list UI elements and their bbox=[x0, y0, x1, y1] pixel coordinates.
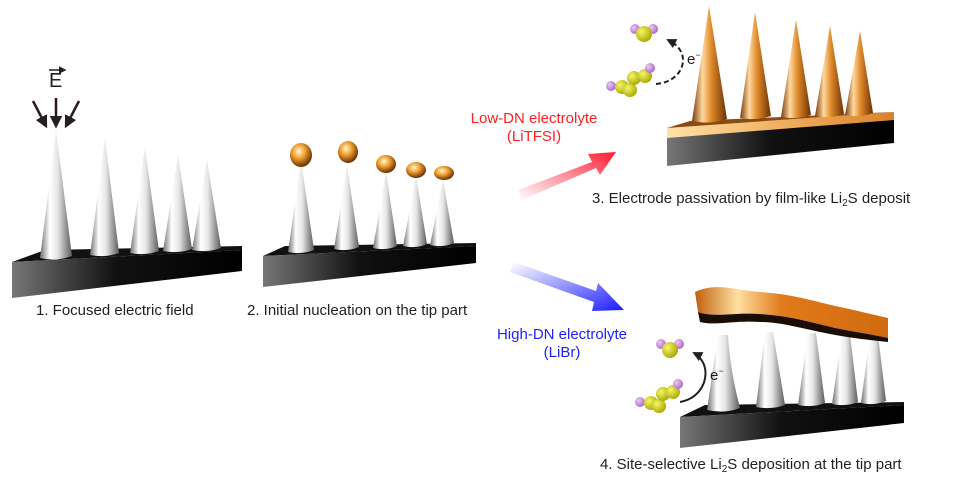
polysulfide-molecule bbox=[635, 379, 683, 413]
electron-label-top: e− bbox=[687, 50, 701, 68]
substrate-front bbox=[263, 246, 476, 287]
step-3-label: 3. Electrode passivation by film-like Li… bbox=[592, 190, 910, 209]
arrow-icon bbox=[31, 100, 48, 129]
step-1-label: 1. Focused electric field bbox=[36, 302, 194, 319]
electron-symbol: e bbox=[687, 51, 696, 68]
electron-symbol: e bbox=[710, 367, 719, 384]
low-dn-arrow bbox=[518, 152, 616, 200]
pathway-arrows bbox=[510, 152, 624, 311]
cone bbox=[334, 165, 359, 251]
step-4-text-post: S deposition at the tip part bbox=[727, 456, 902, 473]
substrate-top bbox=[263, 243, 476, 256]
cone bbox=[288, 160, 314, 254]
arrow-icon bbox=[64, 100, 81, 129]
step-4-label: 4. Site-selective Li2S deposition at the… bbox=[600, 456, 902, 475]
nucleus bbox=[434, 166, 454, 180]
wavy-deposit-underside bbox=[698, 312, 888, 342]
cone bbox=[707, 335, 740, 412]
li2s-film bbox=[667, 112, 894, 138]
electron-label-bottom: e− bbox=[710, 366, 724, 384]
nucleus bbox=[376, 155, 396, 173]
step-3-subscript: 2 bbox=[842, 198, 848, 209]
cone bbox=[192, 160, 221, 252]
substrate-front bbox=[12, 250, 242, 298]
deposit-cone bbox=[845, 31, 873, 117]
nucleus bbox=[290, 143, 312, 167]
li2s-molecule bbox=[656, 339, 684, 358]
step-4-text-pre: 4. Site-selective Li bbox=[600, 456, 722, 473]
cone bbox=[130, 147, 159, 255]
cone bbox=[40, 130, 72, 260]
cone bbox=[756, 332, 785, 409]
electron-charge: − bbox=[718, 366, 724, 376]
electron-charge: − bbox=[695, 50, 701, 60]
cone bbox=[373, 172, 397, 250]
film-top bbox=[667, 112, 894, 128]
li2s-molecule bbox=[630, 24, 658, 42]
substrate-front bbox=[667, 118, 894, 166]
cone bbox=[90, 138, 119, 257]
high-dn-arrow bbox=[510, 262, 624, 311]
low-dn-label: Low-DN electrolyte (LiTFSI) bbox=[458, 110, 610, 146]
panel-3-passivation bbox=[606, 6, 894, 166]
low-dn-salt: (LiTFSI) bbox=[506, 128, 562, 145]
cone bbox=[403, 176, 427, 248]
low-dn-electrolyte: Low-DN electrolyte bbox=[470, 110, 598, 127]
electric-field-symbol: E bbox=[49, 70, 63, 92]
polysulfide-molecule bbox=[606, 63, 655, 97]
step-2-label: 2. Initial nucleation on the tip part bbox=[247, 302, 468, 319]
cone bbox=[798, 333, 825, 407]
panel-1-focused-field bbox=[12, 66, 242, 298]
high-dn-salt: (LiBr) bbox=[543, 344, 581, 361]
electron-transfer-arrow bbox=[679, 352, 707, 403]
step-3-text-pre: 3. Electrode passivation by film-like Li bbox=[592, 190, 843, 207]
high-dn-label: High-DN electrolyte (LiBr) bbox=[483, 326, 641, 362]
step-4-subscript: 2 bbox=[721, 464, 728, 475]
cones bbox=[40, 130, 221, 260]
panel-4-site-selective bbox=[635, 287, 904, 448]
step-3-text-post: S deposit bbox=[847, 190, 911, 207]
high-dn-electrolyte: High-DN electrolyte bbox=[496, 326, 628, 343]
field-arrows bbox=[31, 66, 81, 129]
substrate-front bbox=[680, 405, 904, 448]
deposit-cone bbox=[740, 12, 771, 120]
deposit-cone bbox=[815, 26, 844, 118]
cone bbox=[861, 335, 886, 405]
cone bbox=[832, 334, 858, 406]
wavy-li2s-deposit bbox=[695, 287, 888, 338]
electron-transfer-arrow bbox=[655, 39, 684, 85]
deposit-cone bbox=[692, 6, 727, 123]
deposit-cone bbox=[781, 20, 811, 119]
nucleus bbox=[406, 162, 426, 178]
panel-2-nucleation bbox=[263, 141, 476, 287]
nucleus bbox=[338, 141, 358, 163]
cone bbox=[430, 180, 454, 247]
cone bbox=[163, 155, 192, 253]
